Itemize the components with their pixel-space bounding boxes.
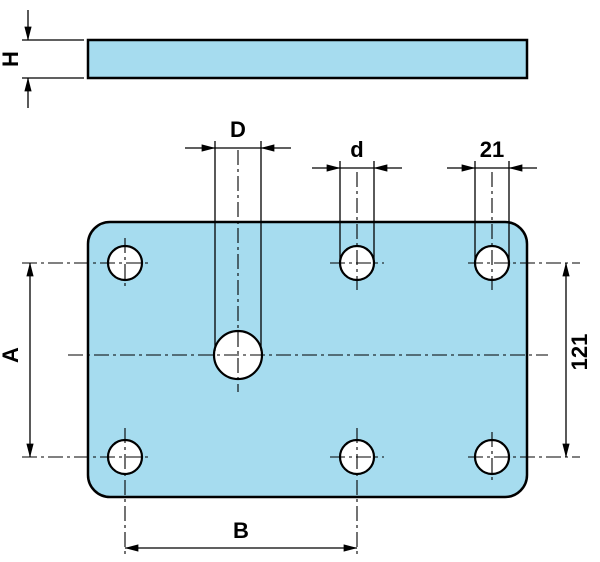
center-lines [22, 150, 580, 556]
dimension-B: B [124, 518, 358, 552]
dimension-121: 121 [562, 262, 592, 458]
dim-label-thickness: H [0, 51, 23, 67]
dim-label-vertical-spacing: A [0, 347, 23, 363]
dimension-21: 21 [447, 137, 537, 259]
dimension-A: A [0, 262, 34, 458]
plan-view-plate [86, 220, 529, 499]
dim-label-middle-hole-diameter: d [350, 137, 363, 162]
dimension-D: D [185, 117, 291, 351]
dim-label-corner-hole-vertical-spacing: 121 [567, 334, 592, 371]
dimension-d: d [312, 137, 402, 259]
dim-label-center-hole-diameter: D [230, 117, 246, 142]
dimension-H: H [0, 10, 84, 108]
side-view-plate [86, 38, 529, 80]
side-view: H [0, 10, 529, 108]
dim-label-horizontal-spacing: B [233, 518, 249, 543]
dim-label-corner-hole-diameter: 21 [480, 137, 504, 162]
plan-view [22, 150, 580, 556]
dimensions: D d 21 A B [0, 117, 592, 552]
